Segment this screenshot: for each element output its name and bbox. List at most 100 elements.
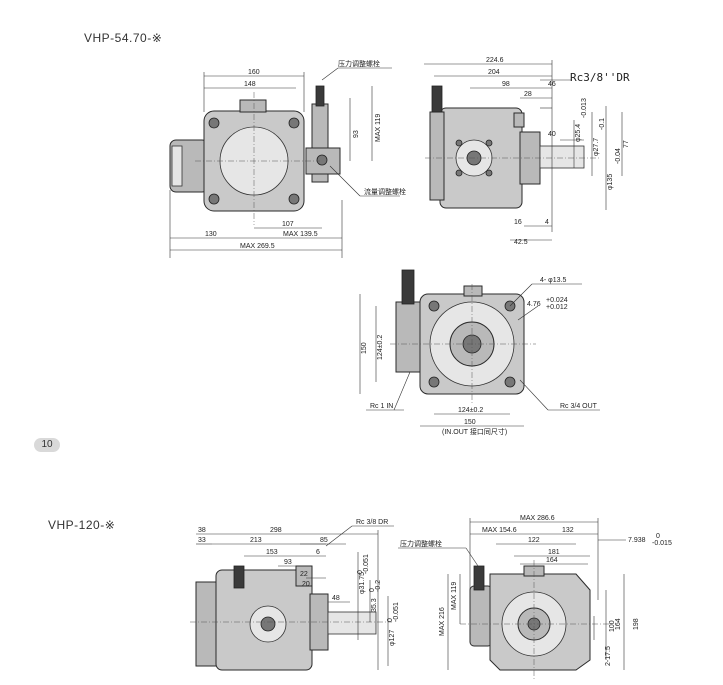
s1-port-out: Rc 3/4 OUT: [560, 403, 598, 410]
s2-dim-7-938: 7.938: [628, 537, 646, 544]
s2-dim-2-17-5: 2-17.5: [605, 646, 612, 666]
s1-side-drain-port: [513, 112, 525, 128]
s1-front-bolt-tl: [208, 117, 220, 129]
s2-dim-122: 122: [528, 537, 540, 544]
s1-dim-4-76-tol-lower: +0.012: [546, 304, 568, 311]
s1-dim-4-76-tol-upper: +0.024: [546, 297, 568, 304]
s1-dim-28: 28: [524, 91, 532, 98]
s2-side-view: 38 298 33 213 85 153 6 93 22 20 48 φ31.7…: [190, 519, 400, 671]
s1-dim-phi135-tol: -0.04: [615, 148, 622, 164]
s2-dim-max286: MAX 286.6: [520, 515, 555, 522]
page-number-badge: 10: [34, 438, 60, 452]
s2-dim-100: 100: [609, 620, 616, 632]
s2-dim-48: 48: [332, 595, 340, 602]
s1-front-pressure-screw: [315, 85, 325, 107]
s1-callout-flow: 流量调整螺栓: [364, 187, 406, 196]
s1-front-bolt-bl: [208, 193, 220, 205]
s1-dim-150-v: 150: [361, 342, 368, 354]
s1-callout-pressure: 压力调整螺栓: [338, 59, 380, 68]
s2-dim-164-v: 164: [615, 618, 622, 630]
s1-side-pressure-screw: [431, 85, 443, 113]
s2-dim-max119: MAX 119: [451, 582, 458, 610]
s1-port-rc38dr: Rc3/8''DR: [570, 71, 630, 84]
s2-dim-phi31-tol0: 0: [357, 570, 364, 574]
s1-rear-view: 4- φ13.5 4.76 +0.024 +0.012 150 124±0.2 …: [359, 269, 600, 436]
s1-front-left-boss-face: [171, 145, 183, 187]
s1-dim-4-phi13: 4- φ13.5: [540, 277, 566, 284]
s2-dim-164-h: 164: [546, 557, 558, 564]
s1-dim-150-h: 150: [464, 419, 476, 426]
s1-dim-93: 93: [353, 130, 360, 138]
s2-side-pressure-screw: [233, 565, 245, 589]
s2-dim-85: 85: [320, 537, 328, 544]
s2-dim-35-tol0: 0: [369, 588, 376, 592]
s2-front-left-boss: [469, 585, 493, 647]
s1-dim-148: 148: [244, 81, 256, 88]
s2-dim-6: 6: [316, 549, 320, 556]
s2-dim-93: 93: [284, 559, 292, 566]
s2-dim-213: 213: [250, 537, 262, 544]
s1-front-view: 160 148 93 MAX 119 107 MAX 139.5 130 MAX…: [169, 59, 406, 258]
s1-front-bolt-tr: [288, 117, 300, 129]
s2-dim-33: 33: [198, 537, 206, 544]
s1-dim-98: 98: [502, 81, 510, 88]
s1-dim-130: 130: [205, 231, 217, 238]
s2-side-shaft: [327, 611, 377, 635]
model-title-vhp-120: VHP-120-※: [48, 518, 116, 532]
s2-side-left-cap: [195, 581, 219, 667]
s1-dim-124-v: 124±0.2: [377, 335, 384, 360]
s1-dim-107: 107: [282, 221, 294, 228]
s1-rear-valve: [395, 301, 421, 373]
s1-dim-160: 160: [248, 69, 260, 76]
s2-port-rc38dr: Rc 3/8 DR: [356, 519, 388, 526]
s2-dim-22: 22: [300, 571, 308, 578]
s1-dim-phi25: φ25.4: [575, 124, 582, 142]
s1-dim-max269: MAX 269.5: [240, 243, 275, 250]
s2-dim-38: 38: [198, 527, 206, 534]
s1-dim-max139: MAX 139.5: [283, 231, 318, 238]
s2-callout-pressure: 压力调整螺栓: [400, 539, 442, 548]
s1-dim-40: 40: [548, 131, 556, 138]
s1-dim-46: 46: [548, 81, 556, 88]
s2-dim-phi127-tol: -0.051: [393, 602, 400, 622]
s2-dim-7-938-tol: -0.015: [652, 540, 672, 547]
s2-dim-phi127: φ127: [389, 630, 396, 646]
s1-dim-124-h: 124±0.2: [458, 407, 483, 414]
s2-dim-35-tol: -0.2: [375, 580, 382, 592]
s2-side-port-hole: [260, 616, 276, 632]
model-title-vhp-54-70: VHP-54.70-※: [84, 31, 163, 45]
s1-port-in: Rc 1 IN: [370, 403, 393, 410]
s1-front-top-tab: [239, 99, 267, 113]
s2-dim-max154: MAX 154.6: [482, 527, 517, 534]
s2-dim-153: 153: [266, 549, 278, 556]
s2-dim-132: 132: [562, 527, 574, 534]
s1-front-bolt-br: [288, 193, 300, 205]
s1-dim-204: 204: [488, 69, 500, 76]
s2-dim-phi127-tol0: 0: [387, 618, 394, 622]
s1-dim-224: 224.6: [486, 57, 504, 64]
s1-side-shaft: [539, 145, 585, 169]
s2-dim-max216: MAX 216: [439, 607, 446, 636]
s1-side-view: 224.6 204 98 46 28 40 φ25.4 -0.013 φ27.7…: [424, 57, 630, 246]
s1-dim-4: 4: [545, 219, 549, 226]
s1-rear-top-port: [463, 285, 483, 297]
s2-front-pressure-screw: [473, 565, 485, 591]
s1-dim-16: 16: [514, 219, 522, 226]
s2-dim-181: 181: [548, 549, 560, 556]
s2-dim-20: 20: [302, 581, 310, 588]
s1-dim-phi27: φ27.7: [593, 138, 600, 156]
s1-dim-phi135: φ135: [607, 174, 614, 190]
s1-front-flow-screw: [316, 154, 328, 166]
s1-side-flange: [429, 111, 445, 201]
s2-dim-phi31-tol: -0.051: [363, 554, 370, 574]
s1-rear-pressure-screw: [401, 269, 415, 305]
s1-dim-phi25-tol: -0.013: [581, 98, 588, 118]
s1-dim-77: 77: [623, 140, 630, 148]
s1-dim-phi27-tol: -0.1: [599, 118, 606, 130]
s1-dim-max119: MAX 119: [375, 114, 382, 142]
s2-dim-7-938-tol0: 0: [656, 533, 660, 540]
s1-port-note: (IN.OUT 接口同尺寸): [442, 427, 507, 436]
s2-dim-198: 198: [633, 618, 640, 630]
s2-front-view: MAX 286.6 MAX 154.6 132 122 181 164 7.93…: [398, 515, 672, 680]
